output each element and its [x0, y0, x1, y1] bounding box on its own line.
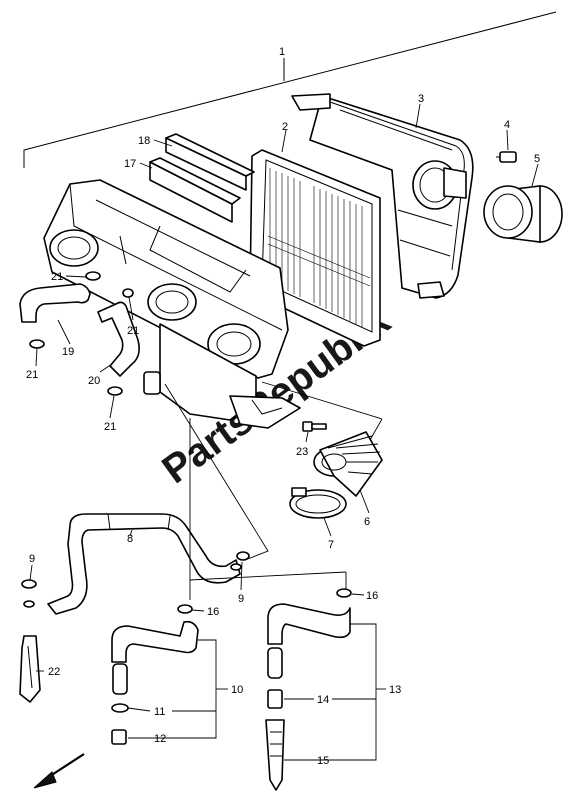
callout-16-right: 16	[366, 590, 378, 602]
callout-7: 7	[328, 539, 334, 551]
callout-15: 15	[317, 755, 329, 767]
callout-19: 19	[62, 346, 74, 358]
callout-21-d: 21	[104, 421, 116, 433]
hose-part-8	[47, 513, 241, 615]
callout-10: 10	[231, 684, 243, 696]
boot-part-6	[313, 431, 383, 497]
callout-21-b: 21	[127, 325, 139, 337]
hose-part-20	[97, 301, 140, 377]
callout-4: 4	[504, 119, 510, 131]
callout-11: 11	[154, 706, 165, 718]
hose-part-19	[19, 283, 91, 323]
callout-9-left: 9	[29, 553, 35, 565]
callout-5: 5	[534, 153, 540, 165]
hose-part-10	[111, 620, 199, 745]
callout-8: 8	[127, 533, 133, 545]
case-rear-part	[291, 93, 474, 299]
screw-part-23	[302, 421, 327, 432]
callout-16-left: 16	[207, 606, 219, 618]
callout-23: 23	[296, 446, 308, 458]
callout-21-c: 21	[26, 369, 38, 381]
clamp-part-7	[289, 487, 347, 519]
callout-17: 17	[124, 158, 136, 170]
pad-part-18	[165, 133, 255, 191]
duct-part-5	[483, 185, 563, 243]
front-direction-arrow-icon	[33, 753, 85, 789]
callout-1: 1	[279, 46, 285, 58]
callout-2: 2	[282, 121, 288, 133]
callout-18: 18	[138, 135, 150, 147]
bolt-part-4	[496, 151, 517, 163]
callout-21-a: 21	[51, 271, 63, 283]
callout-12: 12	[154, 733, 166, 745]
air-cleaner-box-part	[43, 179, 301, 429]
bracket-part-22	[19, 635, 41, 703]
pad-part-17	[149, 157, 241, 223]
clip-parts	[21, 271, 352, 614]
callout-6: 6	[364, 516, 370, 528]
callout-9-right: 9	[238, 593, 244, 605]
linkage-lines	[164, 381, 383, 600]
callout-3: 3	[418, 93, 424, 105]
callout-22: 22	[48, 666, 60, 678]
assembly-bracket	[23, 11, 557, 168]
hose-part-13	[265, 603, 351, 791]
leader-lines	[29, 103, 539, 761]
callout-14: 14	[317, 694, 329, 706]
callout-13: 13	[389, 684, 401, 696]
callout-labels: 1 2 3 4 5 6 7 8 9 9 10 11 12 13 14 15 16…	[26, 46, 540, 767]
callout-20: 20	[88, 375, 100, 387]
